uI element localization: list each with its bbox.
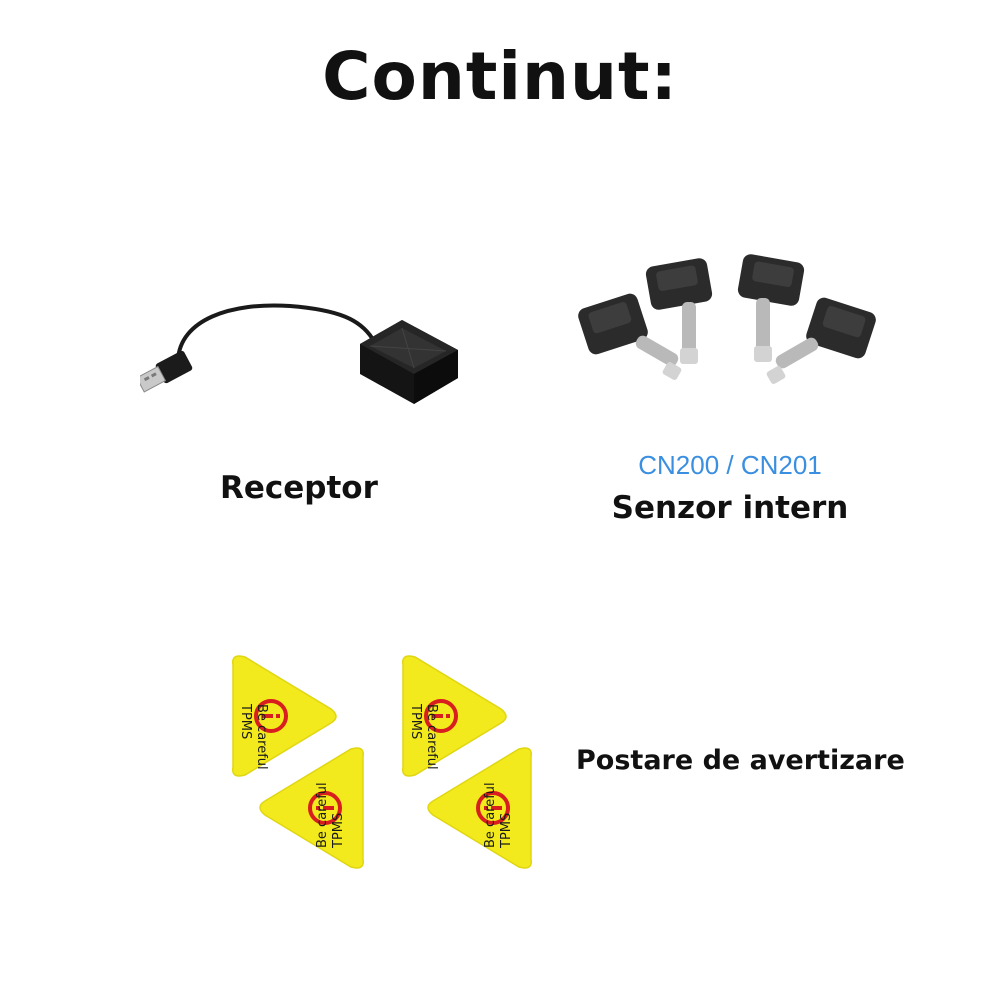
tpms-sensor-icon <box>578 254 876 384</box>
sticker-line2: TPMS <box>238 703 253 739</box>
sensor-caption: Senzor intern <box>611 490 849 526</box>
receptor-caption: Receptor <box>220 470 378 506</box>
sticker-line1: Be careful <box>424 704 439 770</box>
page-title: Continut: <box>322 38 678 115</box>
usb-receiver-icon <box>140 303 458 404</box>
sticker-line1: Be careful <box>483 782 498 848</box>
stickers-caption: Postare de avertizare <box>576 745 905 776</box>
sticker-line1: Be careful <box>254 704 269 770</box>
sticker-line1: Be careful <box>315 782 330 848</box>
sticker-line2: TPMS <box>331 813 346 849</box>
sensor-model-caption: CN200 / CN201 <box>638 450 822 480</box>
sticker-line2: TPMS <box>499 813 514 849</box>
warning-sticker-icon: Be careful TPMS Be careful TPMS Be caref… <box>230 654 534 870</box>
sticker-line2: TPMS <box>408 703 423 739</box>
